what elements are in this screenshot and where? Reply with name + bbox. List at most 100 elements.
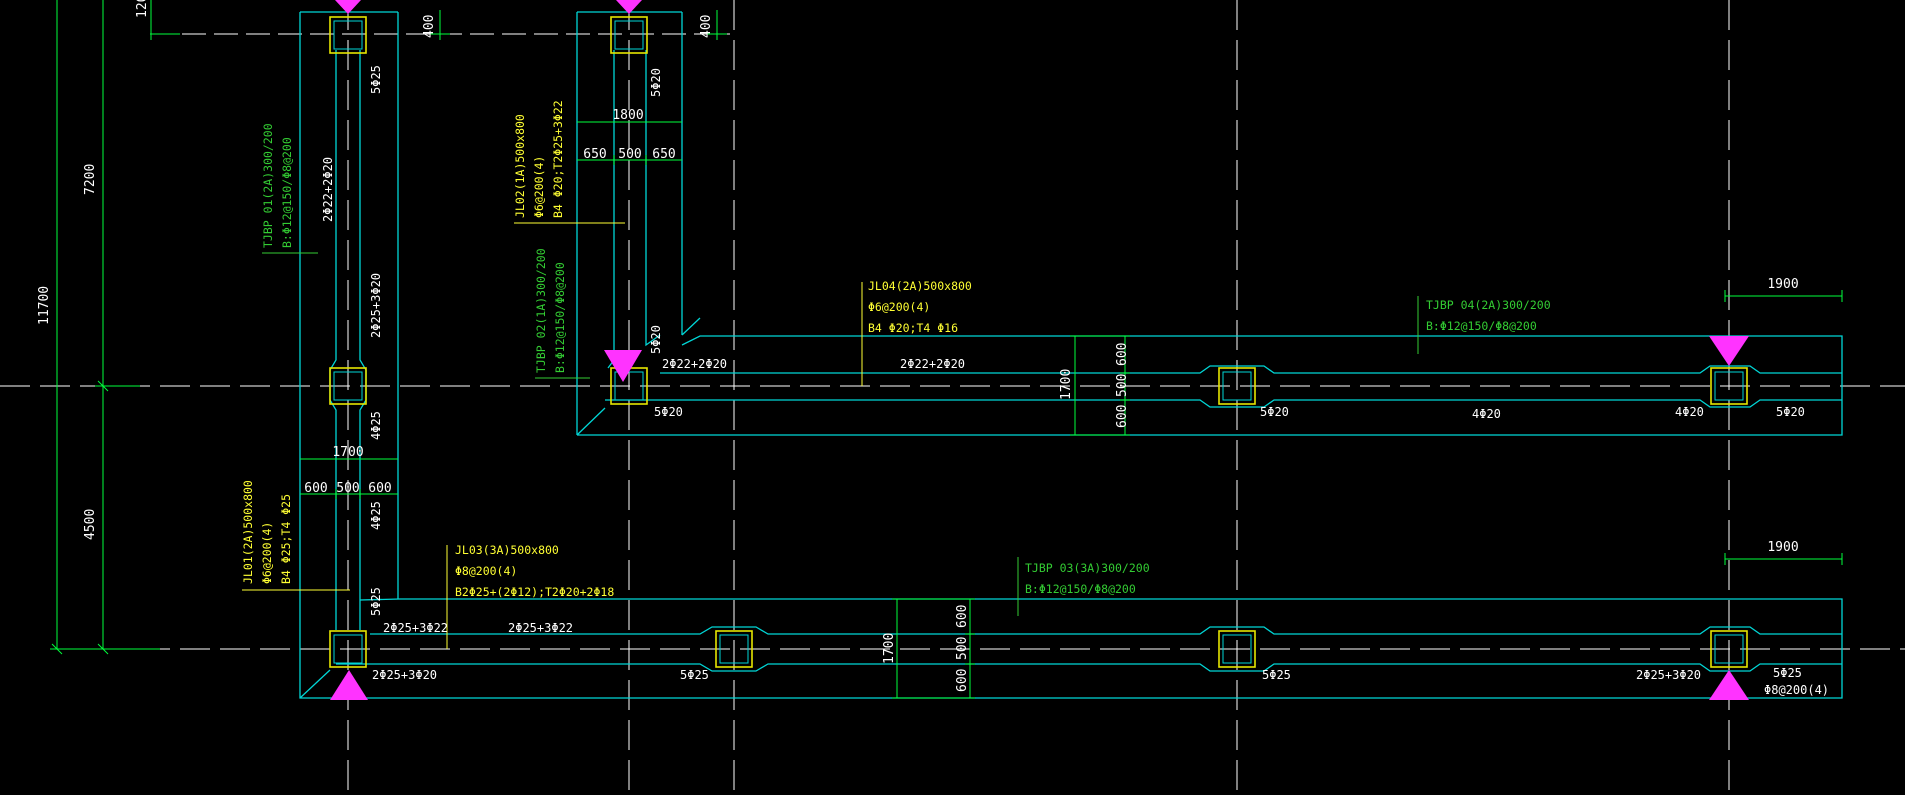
rebar-h3-stirrup: Φ8@200(4) [1764,683,1829,697]
label-tjbp04-line2[interactable]: B:Φ12@150/Φ8@200 [1426,319,1537,333]
rebar-v1-corner: 5Φ25 [369,587,383,616]
rebar-v1-mid-lower: 2Φ25+3Φ20 [369,273,383,338]
label-tjbp01-line2[interactable]: B:Φ12@150/Φ8@200 [280,137,294,248]
label-jl02-line3[interactable]: B4 Φ20;T2Φ25+3Φ22 [551,100,565,218]
tjbp01-strip-right [359,50,367,630]
jl01-inner-chamfer [359,598,401,601]
column-c2[interactable] [329,367,367,405]
column-c8[interactable] [715,630,753,668]
dim-jl02-right: 650 [652,147,675,162]
dim-jl04-depth: 1700 [1059,369,1074,400]
column-c1[interactable] [329,16,367,54]
support-triangle-icon [604,350,642,382]
dim-jl03-top: 600 [955,605,970,628]
dim-jl02-width: 1800 [612,108,643,123]
dim-jl03-depth: 1700 [882,633,897,664]
rebar-h4-bot2: 5Φ20 [1260,405,1289,419]
dim-jl02-mid: 500 [618,147,641,162]
dim-right-ext-bottom: 1900 [1767,540,1798,555]
jl02-inner-chamfer [681,317,701,336]
dim-jl04-mid: 500 [1115,374,1130,397]
tjbp04-strip-bottom [605,399,1842,408]
leader-lines [242,222,1419,649]
jl04-outline [577,335,1843,436]
rebar-h3-top2: 2Φ25+3Φ22 [508,621,573,635]
column-c10[interactable] [1710,630,1748,668]
support-triangle-icon [1709,336,1749,366]
column-c9[interactable] [1218,630,1256,668]
label-jl03-line2[interactable]: Φ8@200(4) [455,564,517,578]
label-jl03-line3[interactable]: B2Φ25+(2Φ12);T2Φ20+2Φ18 [455,585,614,599]
rebar-h4-mid: 2Φ22+2Φ20 [900,357,965,371]
jl04-chamfer [576,407,606,436]
label-jl04-line2[interactable]: Φ6@200(4) [868,300,930,314]
rebar-h4-bot4: 4Φ20 [1675,405,1704,419]
label-tjbp03-line2[interactable]: B:Φ12@150/Φ8@200 [1025,582,1136,596]
label-tjbp03-line1[interactable]: TJBP 03(3A)300/200 [1025,561,1150,575]
column-c4[interactable] [610,16,648,54]
rebar-v2-top: 5Φ20 [649,68,663,97]
label-jl01-line3[interactable]: B4 Φ25;T4 Φ25 [279,494,293,584]
rebar-v1-near-col: 4Φ25 [369,411,383,440]
support-triangle-icon [330,670,368,700]
support-triangle-icon [616,0,642,14]
dim-jl01-left: 600 [304,481,327,496]
column-c6[interactable] [1218,367,1256,405]
rebar-annotations: 5Φ25 2Φ22+2Φ20 2Φ25+3Φ20 4Φ25 4Φ25 5Φ25 … [321,65,1829,697]
dim-lower-span: 4500 [83,509,98,540]
label-tjbp04-line1[interactable]: TJBP 04(2A)300/200 [1426,298,1551,312]
rebar-h3-top1: 2Φ25+3Φ22 [383,621,448,635]
column-c3[interactable] [329,630,367,668]
label-jl04-line1[interactable]: JL04(2A)500x800 [868,279,972,293]
rebar-h4-left: 2Φ22+2Φ20 [662,357,727,371]
dimension-texts: 11700 7200 4500 120 400 400 1800 650 500… [37,0,1799,692]
columns [329,16,1748,668]
dim-col1-offset: 400 [422,15,437,38]
label-jl01-line2[interactable]: Φ6@200(4) [260,522,274,584]
label-jl04-line3[interactable]: B4 Φ20;T4 Φ16 [868,321,958,335]
label-tjbp02-line2[interactable]: B:Φ12@150/Φ8@200 [553,262,567,373]
rebar-h3-bot4: 2Φ25+3Φ20 [1636,668,1701,682]
dim-jl01-mid: 500 [336,481,359,496]
tjbp02-strip-right [645,50,661,347]
rebar-h4-bot3: 4Φ20 [1472,407,1501,421]
rebar-h3-bot1: 2Φ25+3Φ20 [372,668,437,682]
jl01-outer-left [299,12,1843,699]
rebar-v1-below: 4Φ25 [369,501,383,530]
rebar-h3-bot3: 5Φ25 [1262,668,1291,682]
label-jl02-line1[interactable]: JL02(1A)500x800 [513,114,527,218]
dim-col2-offset: 400 [699,15,714,38]
tjbp03-strip-bottom [336,663,1842,672]
dimension-lines [50,0,1843,699]
rebar-v2-corner: 5Φ20 [649,325,663,354]
rebar-h4-end: 5Φ20 [1776,405,1805,419]
dim-top-clip: 120 [135,0,150,18]
dim-jl04-bot: 600 [1115,405,1130,428]
tjbp02-strip-left [607,50,615,369]
dim-jl03-mid: 500 [955,637,970,660]
rebar-h4-bot1: 5Φ20 [654,405,683,419]
rebar-v1-top: 5Φ25 [369,65,383,94]
dim-jl01-width: 1700 [332,445,363,460]
label-tjbp02-line1[interactable]: TJBP 02(1A)300/200 [534,248,548,373]
rebar-v1-mid-upper: 2Φ22+2Φ20 [321,157,335,222]
label-jl01-line1[interactable]: JL01(2A)500x800 [241,480,255,584]
rebar-h3-bot2: 5Φ25 [680,668,709,682]
label-jl02-line2[interactable]: Φ6@200(4) [532,156,546,218]
jl01-chamfer [299,669,331,699]
beam-labels: TJBP 01(2A)300/200 B:Φ12@150/Φ8@200 JL02… [241,100,1551,599]
rebar-h3-end: 5Φ25 [1773,666,1802,680]
dim-right-ext-top: 1900 [1767,277,1798,292]
label-jl03-line1[interactable]: JL03(3A)500x800 [455,543,559,557]
dim-jl04-top: 600 [1115,343,1130,366]
dim-jl02-left: 650 [583,147,606,162]
tjbp01-strip-left [329,50,337,630]
dim-upper-span: 7200 [83,164,98,195]
label-tjbp01-line1[interactable]: TJBP 01(2A)300/200 [261,123,275,248]
tjbp04-strip-top [660,365,1842,374]
column-c7[interactable] [1710,367,1748,405]
dim-total-height: 11700 [37,286,52,325]
tjbp03-strip-top [370,626,1842,635]
dim-jl01-right: 600 [368,481,391,496]
